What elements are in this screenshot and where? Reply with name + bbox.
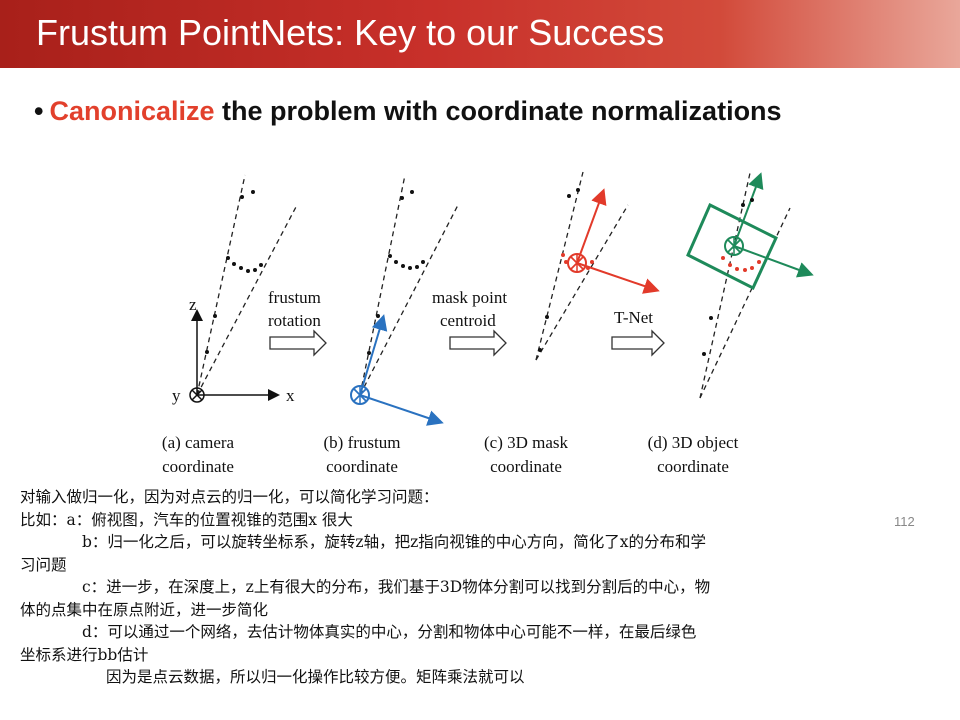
- bullet-highlight: Canonicalize: [49, 96, 215, 126]
- hollow-arrow-icon: [611, 329, 665, 357]
- point-cloud: [205, 190, 263, 354]
- note-line: b：归一化之后，可以旋转坐标系，旋转z轴，把z指向视锥的中心方向，简化了x的分布…: [82, 533, 706, 551]
- green-x-axis: [733, 245, 814, 278]
- arrow-frustum-rotation: frustum rotation: [268, 288, 327, 357]
- bullet-text: the problem with coordinate normalizatio…: [222, 96, 782, 126]
- frustum-edge-left: [699, 172, 751, 399]
- panel-d-3d-object: [686, 172, 814, 399]
- note-line: 因为是点云数据，所以归一化操作比较方便。矩阵乘法就可以: [106, 668, 525, 686]
- x-axis-label: x: [286, 386, 295, 405]
- caption-b-line2: coordinate: [326, 457, 398, 476]
- note-line: 坐标系进行bb估计: [20, 645, 149, 664]
- y-axis-icon: [189, 387, 205, 403]
- hollow-arrow-icon: [269, 329, 327, 357]
- point-cloud: [538, 188, 580, 352]
- frustum-edge-left: [535, 171, 584, 361]
- point-cloud: [367, 190, 425, 355]
- title-bar: Frustum PointNets: Key to our Success: [0, 0, 960, 68]
- arrow-t-net: T-Net: [611, 308, 665, 357]
- frustum-edge-right: [699, 207, 791, 399]
- z-axis-label: z: [189, 295, 197, 314]
- note-line: d：可以通过一个网络，去估计物体真实的中心，分割和物体中心可能不一样，在最后绿色: [82, 623, 697, 641]
- bullet-dot: •: [34, 96, 44, 126]
- red-point-cluster: [561, 253, 594, 270]
- red-z-axis: [576, 188, 607, 264]
- blue-origin-icon: [350, 385, 370, 405]
- caption-d-line1: (d) 3D object: [648, 433, 739, 452]
- panel-b-frustum: [350, 174, 459, 426]
- chinese-notes: 对输入做归一化，因为对点云的归一化，可以简化学习问题： 比如：a：俯视图，汽车的…: [20, 486, 940, 689]
- caption-a-line1: (a) camera: [162, 433, 235, 452]
- caption-d-line2: coordinate: [657, 457, 729, 476]
- green-bounding-box: [686, 202, 778, 291]
- arrow-mask-point-centroid: mask point centroid: [432, 288, 507, 357]
- frustum-edge-right: [535, 204, 629, 361]
- y-axis-label: y: [172, 386, 181, 405]
- caption-c-line2: coordinate: [490, 457, 562, 476]
- caption-b-line1: (b) frustum: [324, 433, 401, 452]
- frustum-edge-left: [359, 174, 406, 396]
- arrow-2-label-line1: mask point: [432, 288, 507, 307]
- blue-z-axis: [359, 314, 388, 396]
- note-line: 习问题: [20, 555, 67, 574]
- green-origin-icon: [724, 236, 744, 256]
- arrow-1-label-line2: rotation: [268, 311, 321, 330]
- green-z-axis: [733, 172, 764, 247]
- caption-c-line1: (c) 3D mask: [484, 433, 569, 452]
- caption-a-line2: coordinate: [162, 457, 234, 476]
- red-origin-icon: [567, 253, 587, 273]
- note-line: c：进一步，在深度上，z上有很大的分布，我们基于3D物体分割可以找到分割后的中心…: [82, 578, 711, 596]
- arrow-3-label: T-Net: [614, 308, 653, 327]
- red-x-axis: [576, 262, 660, 294]
- panel-a-camera: z y x: [172, 174, 298, 405]
- note-line: 体的点集中在原点附近，进一步简化: [20, 600, 269, 619]
- panel-captions: (a) camera coordinate (b) frustum coordi…: [162, 433, 739, 476]
- arrow-1-label-line1: frustum: [268, 288, 321, 307]
- frustum-edge-left: [196, 174, 246, 396]
- page-number: 112: [894, 514, 915, 529]
- note-line: 比如：a：俯视图，汽车的位置视锥的范围x 很大: [20, 510, 353, 529]
- bullet-point: •Canonicalize the problem with coordinat…: [34, 96, 782, 127]
- slide-title: Frustum PointNets: Key to our Success: [36, 12, 665, 53]
- panel-c-3d-mask: [535, 171, 660, 361]
- red-point-cluster: [721, 256, 761, 272]
- arrow-2-label-line2: centroid: [440, 311, 496, 330]
- blue-x-axis: [359, 394, 444, 426]
- hollow-arrow-icon: [449, 329, 507, 357]
- point-cloud: [702, 198, 754, 356]
- coordinate-normalization-diagram: z y x frustum rotation: [162, 171, 814, 476]
- note-line: 对输入做归一化，因为对点云的归一化，可以简化学习问题：: [20, 488, 439, 506]
